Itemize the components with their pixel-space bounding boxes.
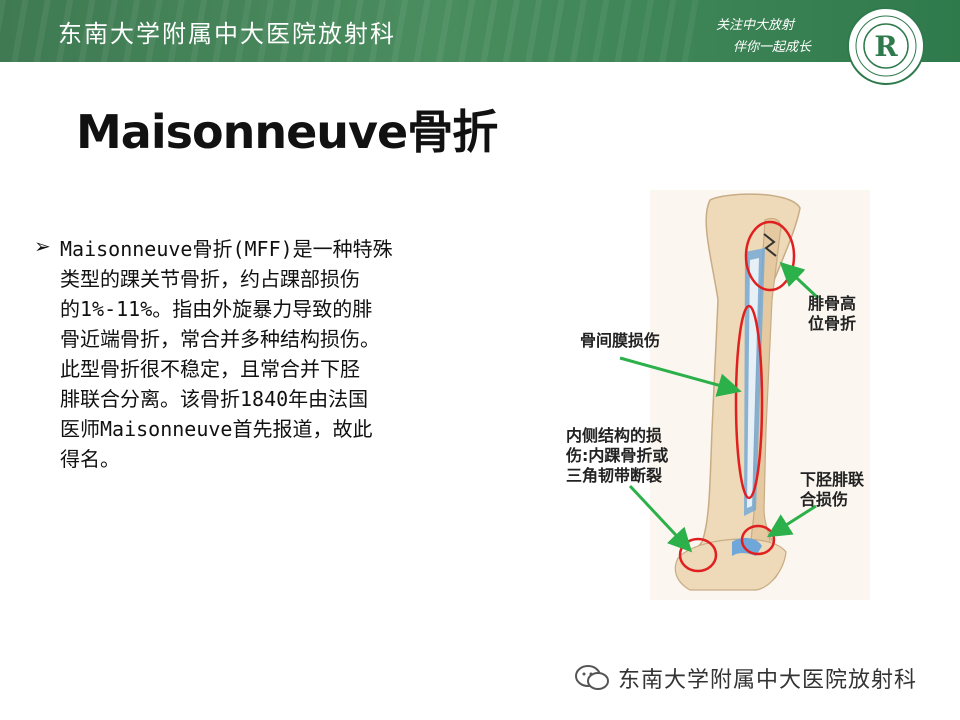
circle-medial-malleolus (678, 537, 718, 573)
bullet-line: 骨近端骨折，常合并多种结构损伤。 (60, 327, 380, 351)
fibula-fracture-line (763, 233, 777, 257)
bullet-line: 得名。 (60, 447, 120, 471)
slogan-line-1: 关注中大放射 (716, 18, 795, 33)
header-pattern (0, 0, 700, 62)
arrow-interosseous (619, 356, 742, 397)
slide-title: Maisonneuve骨折 (76, 105, 498, 159)
org-title: 东南大学附属中大医院放射科 (58, 20, 396, 48)
arrow-fibula-fracture (779, 261, 820, 300)
bullet-line: Maisonneuve骨折(MFF)是一种特殊 (60, 237, 393, 261)
label-fibula-high-fracture: 腓骨高 位骨折 (808, 294, 857, 333)
bullet-line: 医师Maisonneuve首先报道，故此 (60, 417, 373, 441)
circle-fibula-fracture (744, 220, 796, 292)
tibia-fibula-illustration (619, 190, 870, 600)
label-syndesmosis-injury: 下胫腓联 合损伤 (800, 470, 865, 509)
syndesmosis-ligament (732, 537, 762, 556)
circle-syndesmosis (740, 524, 776, 556)
wechat-icon (575, 665, 609, 690)
logo-letter: R (874, 30, 898, 63)
department-logo: R (847, 7, 925, 85)
bullet-line: 类型的踝关节骨折，约占踝部损伤 (60, 267, 360, 291)
label-medial-injury: 内侧结构的损 伤:内踝骨折或 三角韧带断裂 (566, 426, 669, 485)
bullet-line: 此型骨折很不稳定，且常合并下胫 (60, 357, 360, 381)
header-band: 东南大学附属中大医院放射科 关注中大放射 伴你一起成长 (0, 0, 960, 62)
watermark: 东南大学附属中大医院放射科 (574, 662, 917, 694)
watermark-text: 东南大学附属中大医院放射科 (618, 668, 918, 693)
bullet-arrow-icon: ➢ (34, 234, 51, 258)
circle-interosseous (734, 304, 764, 500)
bullet-paragraph: ➢ Maisonneuve骨折(MFF)是一种特殊 类型的踝关节骨折，约占踝部损… (34, 234, 504, 474)
arrow-syndesmosis (766, 504, 817, 538)
arrow-medial (628, 484, 693, 553)
slogan-line-2: 伴你一起成长 (733, 40, 812, 55)
bullet-line: 的1%-11%。指由外旋暴力导致的腓 (60, 297, 373, 321)
bullet-line: 腓联合分离。该骨折1840年由法国 (60, 387, 369, 411)
label-interosseous-injury: 骨间膜损伤 (580, 331, 661, 350)
